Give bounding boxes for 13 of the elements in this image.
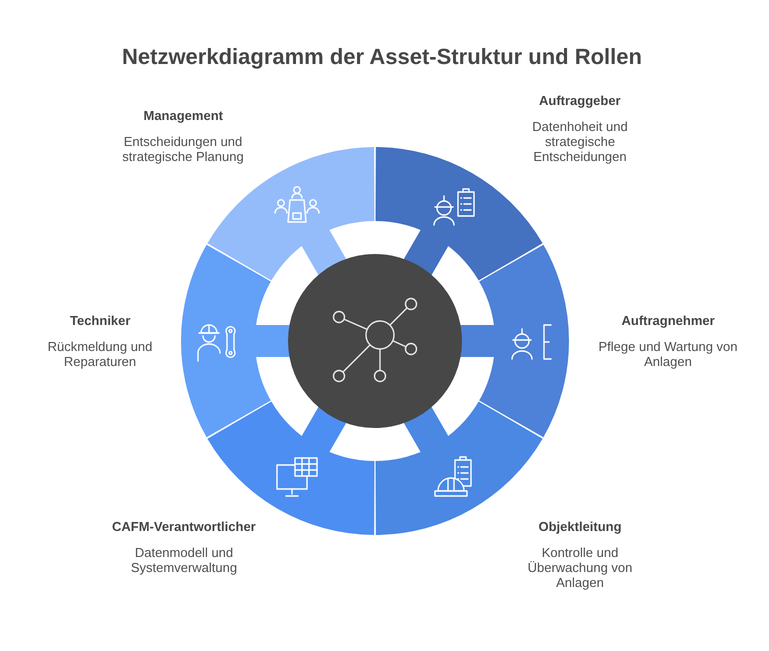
role-description: Kontrolle und Überwachung von Anlagen xyxy=(526,545,634,590)
role-heading: Management xyxy=(144,108,223,124)
role-description: Datenhoheit und strategische Entscheidungen xyxy=(531,119,629,164)
role-description: Datenmodell und Systemverwaltung xyxy=(130,545,238,575)
role-description: Rückmeldung und Reparaturen xyxy=(46,339,154,369)
role-description: Entscheidungen und strategische Planung xyxy=(121,134,245,164)
role-heading: Objektleitung xyxy=(538,519,622,535)
role-heading: Auftragnehmer xyxy=(622,313,715,329)
role-heading: CAFM-Verantwortlicher xyxy=(112,519,256,535)
title: Netzwerkdiagramm der Asset-Struktur und Rollen xyxy=(122,44,642,70)
role-description: Pflege und Wartung von Anlagen xyxy=(598,339,738,369)
role-heading: Auftraggeber xyxy=(539,93,621,109)
role-heading: Techniker xyxy=(70,313,130,329)
